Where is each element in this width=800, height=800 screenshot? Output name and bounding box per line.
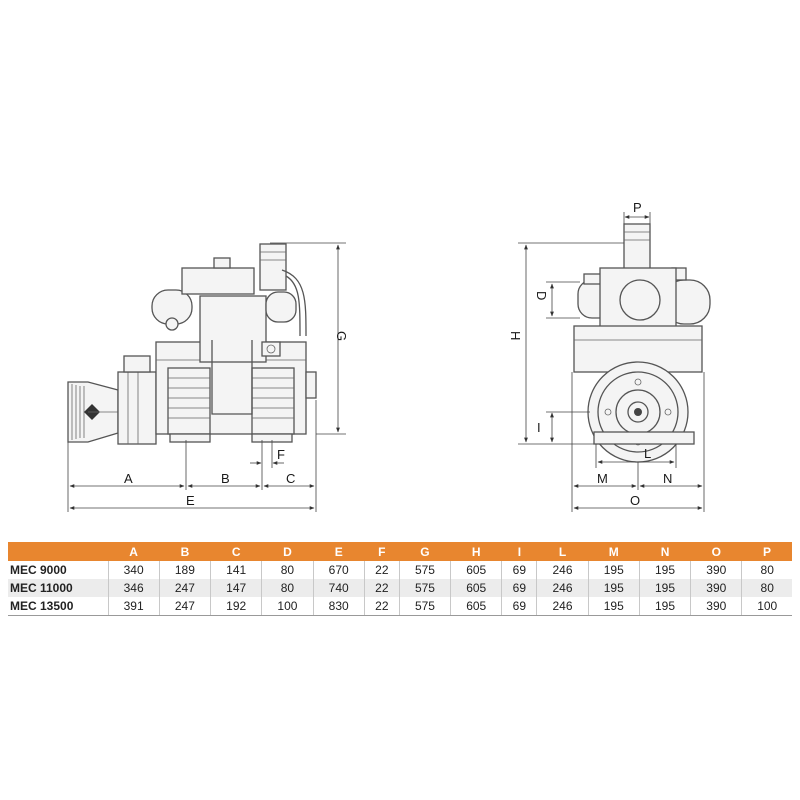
dim-label-f: F <box>277 447 285 462</box>
table-cell-model: MEC 11000 <box>8 579 108 597</box>
table-header-cell: P <box>741 542 792 561</box>
table-cell: 189 <box>158 561 211 579</box>
table-cell: 69 <box>501 597 537 616</box>
table-cell: 195 <box>638 561 691 579</box>
table-header-cell: H <box>450 542 502 561</box>
table-cell: 740 <box>312 579 365 597</box>
table-cell: 100 <box>261 597 314 616</box>
table-header-cell: I <box>501 542 537 561</box>
dim-label-o: O <box>630 493 640 508</box>
table-header-cell: N <box>639 542 691 561</box>
dimension-labels: A B C E F G P H D I L M N O <box>124 200 672 508</box>
dim-label-e: E <box>186 493 195 508</box>
table-cell: 22 <box>363 579 400 597</box>
dim-label-i: I <box>537 420 541 435</box>
table-cell: 575 <box>398 579 451 597</box>
table-cell: 141 <box>210 561 262 579</box>
table-cell: 69 <box>501 561 537 579</box>
table-cell: 246 <box>536 561 589 579</box>
table-header-cell: F <box>364 542 400 561</box>
front-view-dimensions <box>518 212 705 512</box>
table-cell: 605 <box>450 597 502 616</box>
dimensions-table: A B C D E F G H I L M N O P MEC 9000 340… <box>8 542 792 616</box>
table-cell: 246 <box>536 579 589 597</box>
table-header-model <box>8 542 108 561</box>
table-header-cell: E <box>313 542 365 561</box>
table-cell: 391 <box>107 597 160 616</box>
dim-label-a: A <box>124 471 133 486</box>
table-header-cell: G <box>399 542 451 561</box>
table-cell: 575 <box>398 597 451 616</box>
table-header-cell: A <box>108 542 160 561</box>
table-cell: 195 <box>587 561 640 579</box>
table-cell: 80 <box>261 561 314 579</box>
table-cell: 147 <box>210 579 262 597</box>
table-cell: 247 <box>158 579 211 597</box>
table-cell: 22 <box>363 561 400 579</box>
table-header-cell: M <box>588 542 640 561</box>
table-cell: 80 <box>741 561 792 579</box>
table-cell: 195 <box>638 579 691 597</box>
table-cell: 69 <box>501 579 537 597</box>
table-cell: 830 <box>312 597 365 616</box>
table-cell: 247 <box>158 597 211 616</box>
table-cell: 246 <box>536 597 589 616</box>
technical-drawing: A B C E F G P H D I L M N O <box>67 200 711 512</box>
side-view-dimensions <box>67 242 346 512</box>
table-cell: 605 <box>450 561 502 579</box>
dim-label-n: N <box>663 471 672 486</box>
table-header-row: A B C D E F G H I L M N O P <box>8 542 792 561</box>
dim-label-p: P <box>633 200 642 215</box>
dim-label-b: B <box>221 471 230 486</box>
table-cell: 195 <box>587 597 640 616</box>
table-cell: 346 <box>107 579 160 597</box>
table-cell-model: MEC 13500 <box>8 597 108 616</box>
table-cell: 192 <box>210 597 262 616</box>
dim-label-m: M <box>597 471 608 486</box>
table-row: MEC 9000 340 189 141 80 670 22 575 605 6… <box>8 561 792 579</box>
table-cell: 80 <box>261 579 314 597</box>
table-cell: 390 <box>690 597 742 616</box>
table-row: MEC 11000 346 247 147 80 740 22 575 605 … <box>8 579 792 597</box>
table-row: MEC 13500 391 247 192 100 830 22 575 605… <box>8 597 792 616</box>
table-header-cell: B <box>159 542 211 561</box>
table-cell: 195 <box>587 579 640 597</box>
table-cell: 22 <box>363 597 400 616</box>
table-cell: 670 <box>312 561 365 579</box>
table-header-cell: O <box>690 542 742 561</box>
front-view <box>573 223 711 463</box>
table-header-cell: L <box>536 542 589 561</box>
table-cell: 80 <box>741 579 792 597</box>
dim-label-g: G <box>334 331 349 341</box>
side-view <box>67 243 317 445</box>
dim-label-l: L <box>644 446 651 461</box>
table-cell: 340 <box>107 561 160 579</box>
table-cell-model: MEC 9000 <box>10 563 67 577</box>
table-header-cell: C <box>210 542 262 561</box>
dim-label-h: H <box>508 331 523 340</box>
dim-label-d: D <box>534 291 549 300</box>
table-cell: 390 <box>690 579 742 597</box>
table-cell: 605 <box>450 579 502 597</box>
table-header-cell: D <box>261 542 314 561</box>
table-cell: 575 <box>398 561 451 579</box>
dim-label-c: C <box>286 471 295 486</box>
table-cell: 100 <box>741 597 792 616</box>
table-cell: 195 <box>638 597 691 616</box>
table-cell: 390 <box>690 561 742 579</box>
